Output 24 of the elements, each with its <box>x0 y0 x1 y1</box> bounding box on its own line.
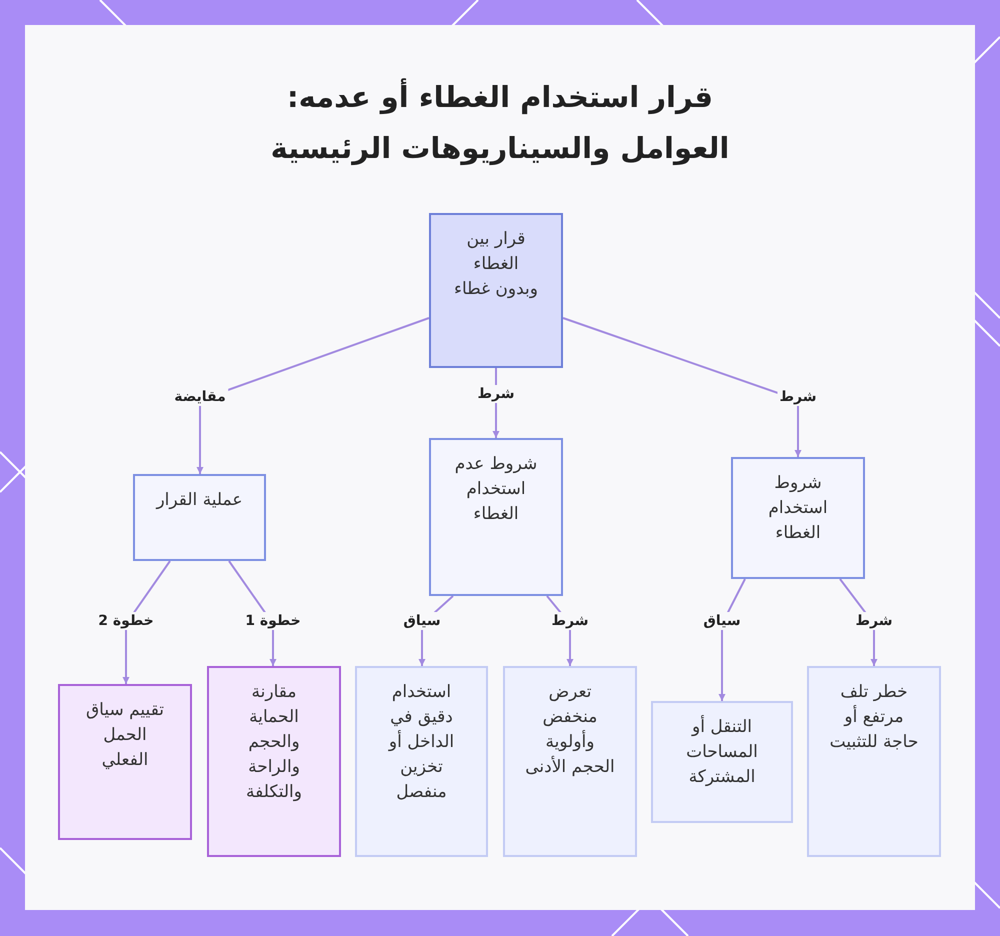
node-text: مقارنة الحماية والحجم والراحة والتكلفة <box>245 681 303 804</box>
process-box <box>355 666 488 857</box>
node-text: شروط استخدام الغطاء <box>767 472 829 545</box>
process-box <box>651 701 793 823</box>
decision-box <box>429 213 563 368</box>
process-box <box>133 474 266 561</box>
node-text: عملية القرار <box>156 489 243 512</box>
arrow <box>196 317 430 474</box>
process-box <box>503 666 637 857</box>
process-box <box>807 666 941 857</box>
arrow <box>562 317 802 457</box>
node-text: استخدام دقيق في الداخل أو تخزين منفصل <box>387 681 456 804</box>
process-box <box>207 666 341 857</box>
process-box <box>58 684 192 840</box>
process-box <box>731 457 865 579</box>
node-text: التنقل أو المساحات المشتركة <box>685 715 759 789</box>
node-text: تعرض منخفض وأولوية الحجم الأدنى <box>525 681 615 779</box>
edge-label: مقايضة <box>172 388 228 406</box>
node-text: شروط عدم استخدام الغطاء <box>454 453 538 526</box>
process-box <box>429 438 563 596</box>
title: قرار استخدام الغطاء أو عدمه: العوامل والسيناريوهات الرئيسية <box>270 77 730 168</box>
node-text: تقييم سياق الحمل الفعلي <box>84 699 166 772</box>
node-text: قرار بين الغطاء وبدون غطاء <box>453 228 539 301</box>
node-text: خطر تلف مرتفع أو حاجة للتثبيت <box>829 681 919 754</box>
